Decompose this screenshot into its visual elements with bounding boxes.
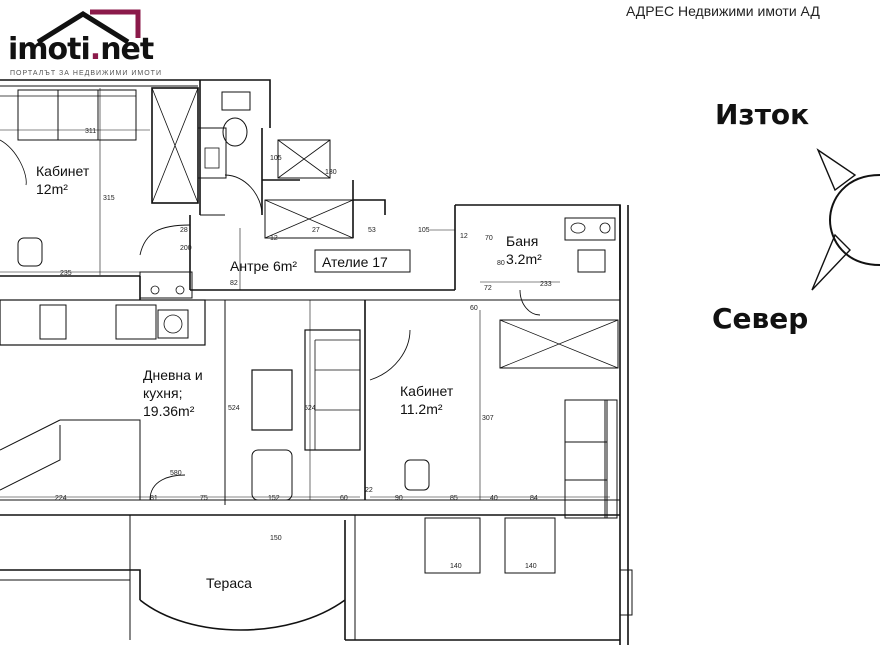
room-name-line-1: Дневна и xyxy=(143,367,203,383)
room-office-1: Кабинет 12m² xyxy=(36,162,89,198)
compass-rose xyxy=(811,148,880,291)
dimension-label: 53 xyxy=(368,227,376,234)
dimension-label: 235 xyxy=(60,270,72,277)
room-studio: Ателие 17 xyxy=(322,253,388,271)
room-name: Кабинет xyxy=(36,163,90,179)
dimension-label: 75 xyxy=(200,495,208,502)
room-name: Антре 6m² xyxy=(230,258,298,274)
dimension-label: 224 xyxy=(55,495,67,502)
dimension-label: 84 xyxy=(530,495,538,502)
dimension-label: 315 xyxy=(103,195,115,202)
agency-watermark: АДРЕС Недвижими имоти АД xyxy=(626,3,820,19)
room-bathroom: Баня 3.2m² xyxy=(506,232,542,268)
dimension-label: 80 xyxy=(497,260,505,267)
room-area: 19.36m² xyxy=(143,403,195,419)
dimension-label: 60 xyxy=(470,305,478,312)
compass-north-label: Север xyxy=(712,302,809,335)
room-name: Баня xyxy=(506,233,539,249)
dimension-label: 40 xyxy=(490,495,498,502)
room-office-2: Кабинет 11.2m² xyxy=(400,382,453,418)
dimension-label: 28 xyxy=(180,227,188,234)
dimension-label: 311 xyxy=(85,128,96,135)
dimension-label: 233 xyxy=(540,281,552,288)
room-area: 12m² xyxy=(36,181,68,197)
dimension-label: 524 xyxy=(228,405,240,412)
imoti-logo-house-icon xyxy=(36,9,141,45)
room-terrace: Тераса xyxy=(206,574,252,592)
room-hall: Антре 6m² xyxy=(230,257,297,275)
compass-east-label: Изток xyxy=(715,98,810,131)
room-living-kitchen: Дневна и кухня; 19.36m² xyxy=(143,366,203,420)
dimension-label: 22 xyxy=(365,487,373,494)
dimension-label: 105 xyxy=(418,227,430,234)
dimension-label: 140 xyxy=(525,563,537,570)
dimension-label: 85 xyxy=(450,495,458,502)
dimension-label: 81 xyxy=(150,495,158,502)
dimension-label: 580 xyxy=(170,470,182,477)
room-area: 3.2m² xyxy=(506,251,542,267)
dimension-label: 12 xyxy=(460,233,468,240)
dimension-label: 12 xyxy=(270,235,278,242)
room-area: 11.2m² xyxy=(400,401,443,417)
logo-text: imoti.net xyxy=(8,32,154,67)
dimension-label: 130 xyxy=(325,169,337,176)
logo-tagline: ПОРТАЛЪТ ЗА НЕДВИЖИМИ ИМОТИ xyxy=(10,70,162,77)
dimension-label: 150 xyxy=(270,535,282,542)
dimension-label: 307 xyxy=(482,415,494,422)
dimension-label: 152 xyxy=(268,495,280,502)
dimension-label: 200 xyxy=(180,245,192,252)
room-name: Кабинет xyxy=(400,383,454,399)
dimension-label: 70 xyxy=(485,235,493,242)
dimension-label: 90 xyxy=(395,495,403,502)
dimension-label: 140 xyxy=(450,563,462,570)
dimension-label: 60 xyxy=(340,495,348,502)
dimension-label: 27 xyxy=(312,227,320,234)
room-name: Тераса xyxy=(206,575,252,591)
room-name-line-2: кухня; xyxy=(143,385,183,401)
dimension-label: 82 xyxy=(230,280,238,287)
dimension-label: 105 xyxy=(270,155,282,162)
dimension-label: 72 xyxy=(484,285,492,292)
room-name: Ателие 17 xyxy=(322,254,388,270)
dimension-label: 524 xyxy=(304,405,316,412)
